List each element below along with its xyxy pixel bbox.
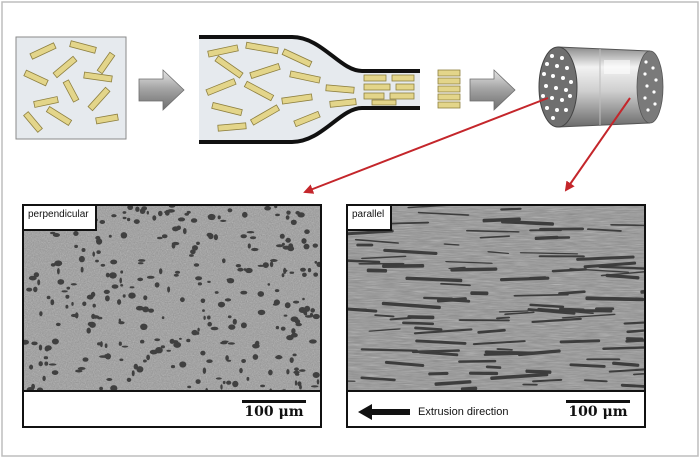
scale-strip: 100 μm bbox=[24, 390, 320, 426]
scale-label: 100 μm bbox=[244, 404, 304, 420]
front-face-dots bbox=[541, 54, 573, 120]
end-face-dots bbox=[643, 60, 658, 112]
sem-panel-parallel: parallel Extrusion direction 100 μm bbox=[346, 204, 646, 428]
extrusion-direction-label: Extrusion direction bbox=[418, 406, 509, 418]
scale-bar-line bbox=[242, 400, 306, 403]
sem-micrograph-parallel bbox=[348, 206, 644, 396]
random-fiber-box bbox=[15, 36, 127, 140]
aligning-fibers bbox=[205, 41, 415, 132]
extruded-cylinder bbox=[538, 46, 664, 128]
extruded-fiber-stack bbox=[437, 69, 461, 109]
extrusion-direction: Extrusion direction bbox=[358, 404, 509, 420]
panel-label: perpendicular bbox=[24, 206, 97, 231]
left-arrow-icon bbox=[358, 404, 410, 420]
panel-label: parallel bbox=[348, 206, 393, 231]
pointer-arrow-perpendicular bbox=[303, 97, 549, 194]
process-arrow-icon bbox=[469, 69, 516, 111]
extrusion-die bbox=[199, 35, 420, 144]
pore-pattern bbox=[24, 206, 320, 396]
process-arrow-icon bbox=[138, 69, 185, 111]
sem-panel-perpendicular: perpendicular 100 μm bbox=[22, 204, 322, 428]
scale-bar-line bbox=[566, 400, 630, 403]
channel-pattern bbox=[348, 206, 644, 396]
pointer-arrow-parallel bbox=[564, 97, 631, 192]
scale-bar: 100 μm bbox=[566, 400, 630, 420]
scale-strip: Extrusion direction 100 μm bbox=[348, 390, 644, 426]
scale-bar: 100 μm bbox=[242, 400, 306, 420]
sem-micrograph-perpendicular bbox=[24, 206, 320, 396]
random-fibers bbox=[23, 40, 119, 133]
scale-label: 100 μm bbox=[568, 404, 628, 420]
